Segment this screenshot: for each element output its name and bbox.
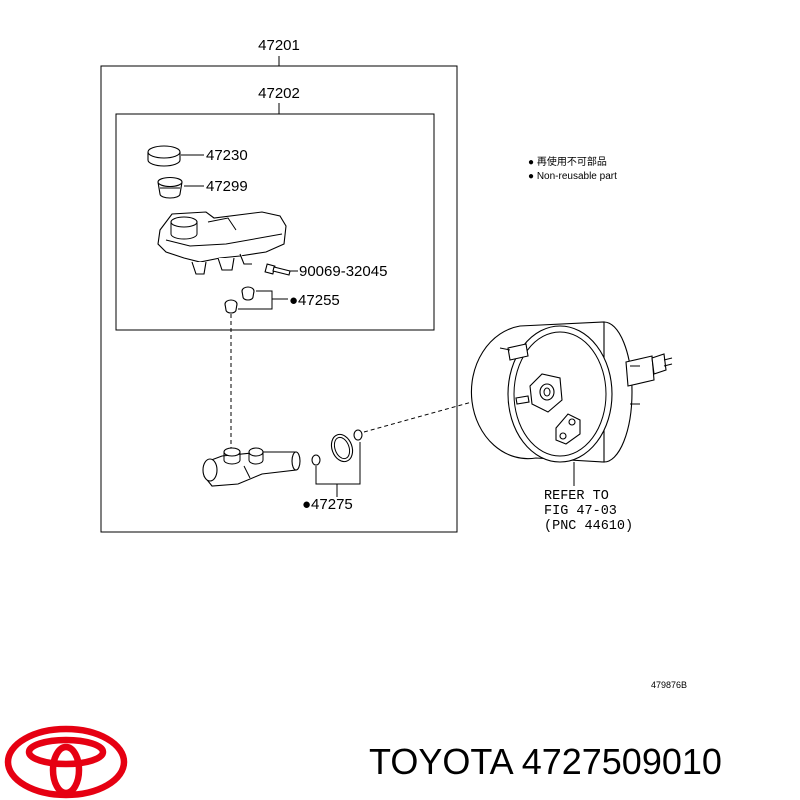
master-cylinder xyxy=(202,447,301,487)
label-47255: ●47255 xyxy=(289,292,340,309)
label-47299: 47299 xyxy=(206,178,248,195)
reservoir-tank xyxy=(157,211,287,275)
legend-en: ● Non-reusable part xyxy=(528,171,617,182)
reservoir-strainer xyxy=(157,176,183,199)
legend-jp: ● 再使用不可部品 xyxy=(528,155,607,168)
refer-line-2: FIG 47-03 xyxy=(544,504,617,519)
refer-line-1: REFER TO xyxy=(544,489,609,504)
brand-caption: TOYOTA 4727509010 xyxy=(369,741,722,782)
o-ring-set xyxy=(311,429,363,466)
label-90069-32045: 90069-32045 xyxy=(299,263,387,280)
toyota-logo-icon xyxy=(4,725,128,799)
refer-line-3: (PNC 44610) xyxy=(544,519,633,534)
label-47230: 47230 xyxy=(206,147,248,164)
reservoir-grommets xyxy=(224,286,255,314)
reservoir-cap xyxy=(147,145,181,167)
brake-booster xyxy=(470,321,673,463)
label-47202: 47202 xyxy=(258,85,300,102)
label-47201: 47201 xyxy=(258,37,300,54)
label-47275: ●47275 xyxy=(302,496,353,513)
mounting-bolt xyxy=(264,263,291,276)
figure-code: 479876B xyxy=(651,680,687,690)
reservoir-frame xyxy=(115,113,435,331)
